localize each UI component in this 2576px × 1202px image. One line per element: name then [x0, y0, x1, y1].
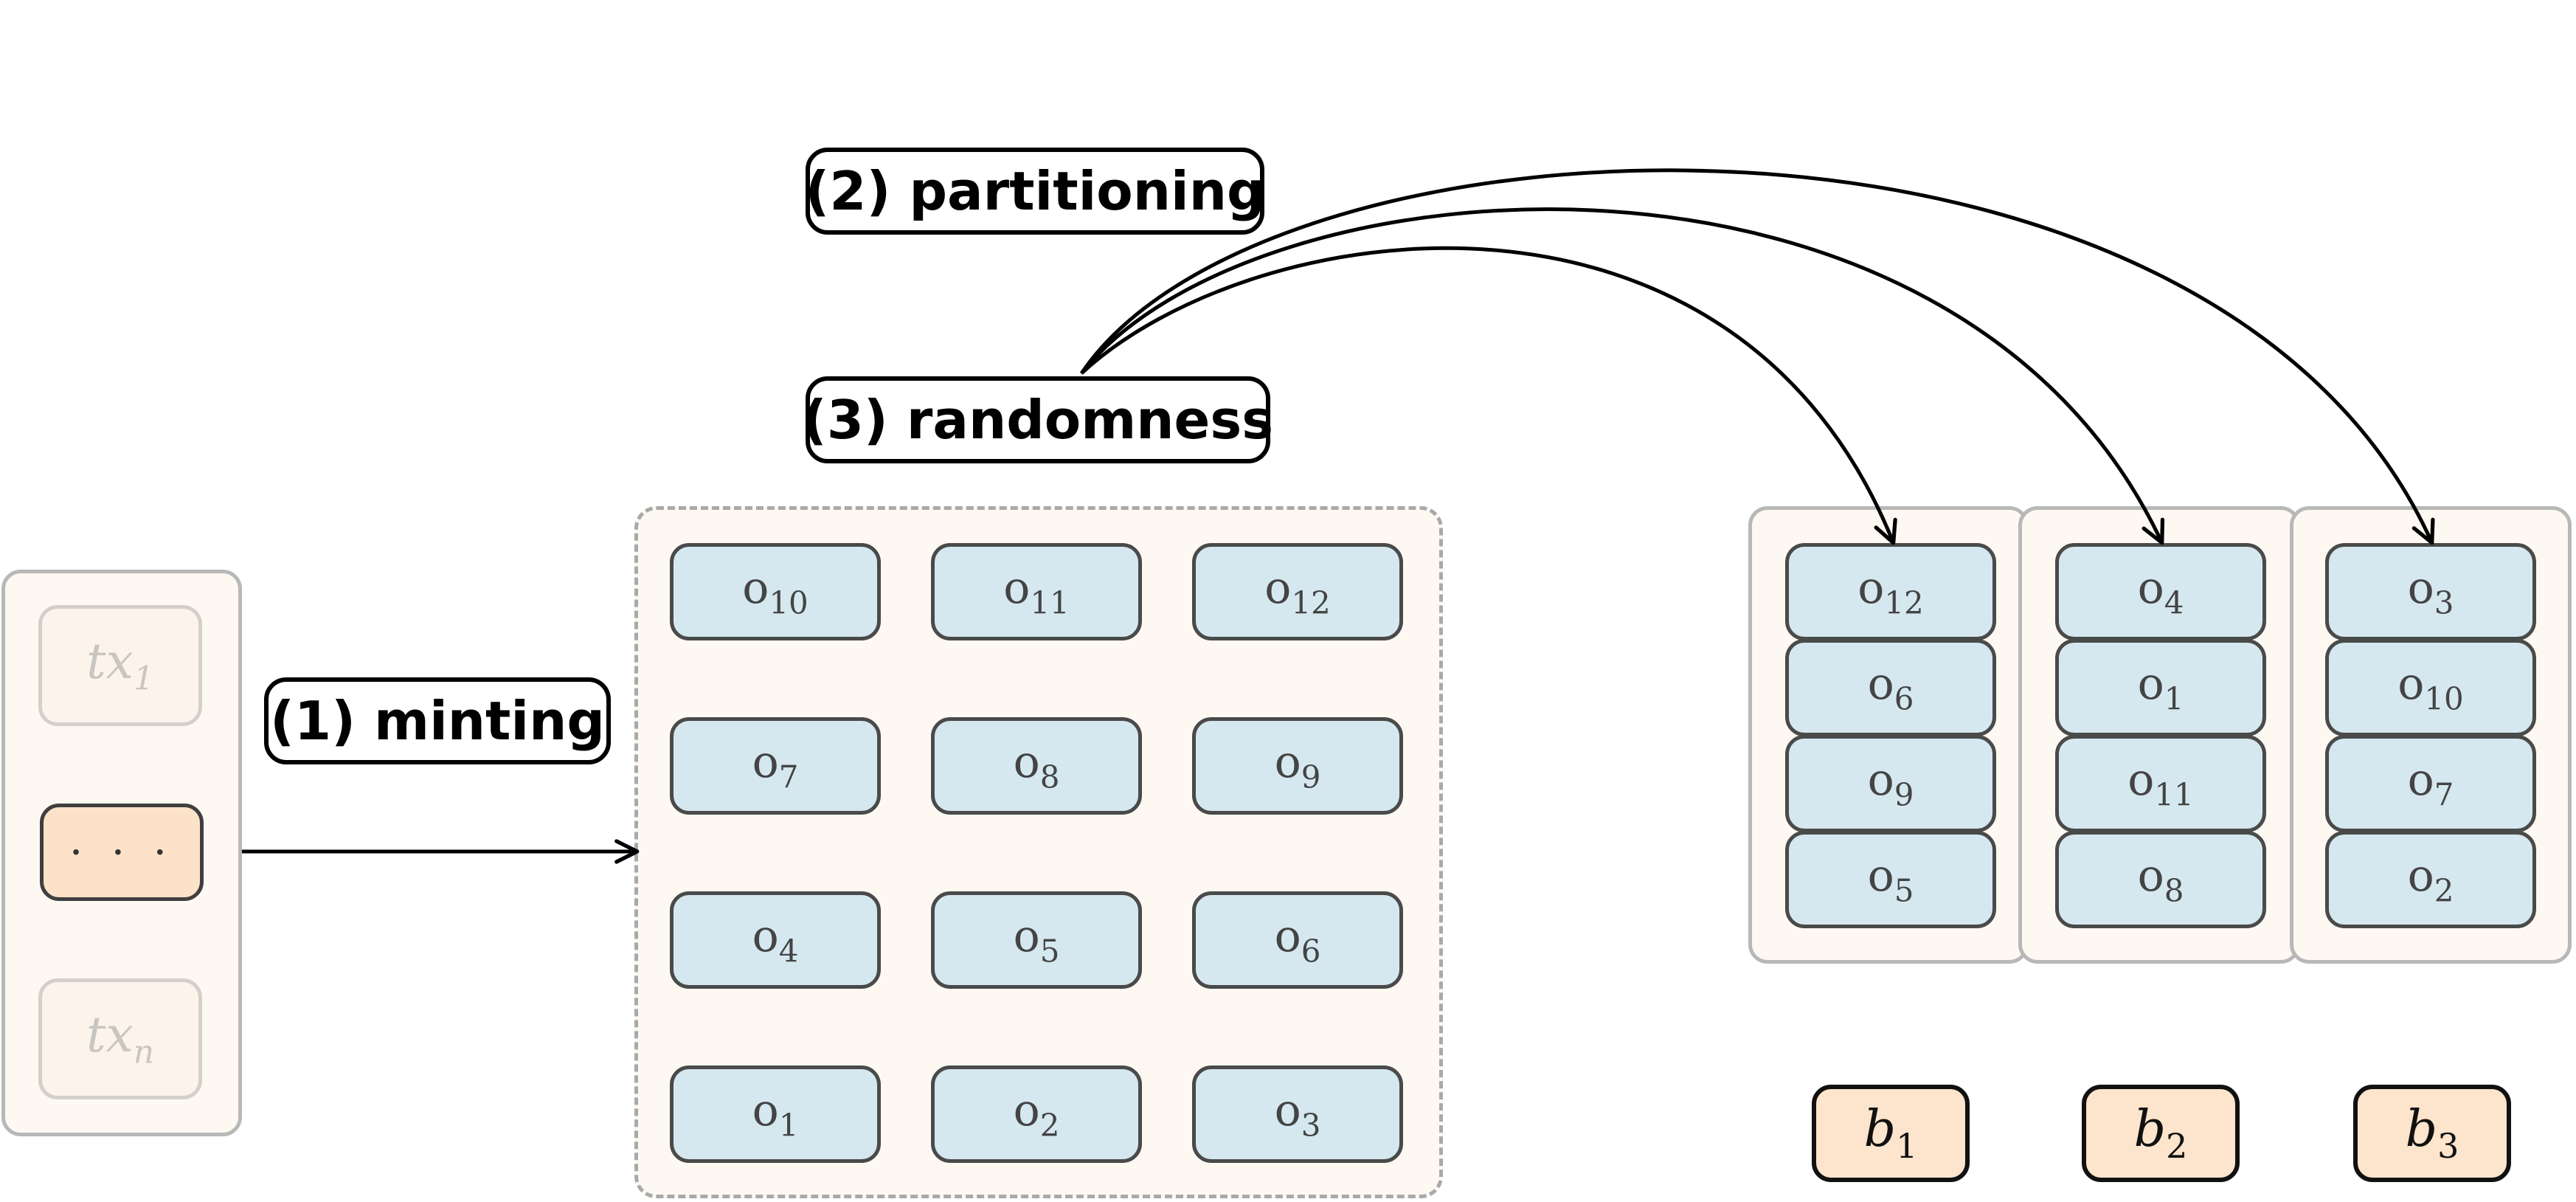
object-symbol: o [2137, 850, 2164, 902]
object-index: 3 [2434, 584, 2454, 621]
object-symbol: o [1274, 1085, 1301, 1137]
object-symbol: o [1274, 911, 1301, 963]
randomness-arrow-to-partition-1 [1080, 246, 1897, 545]
object-symbol: o [742, 562, 769, 615]
pool-object-10: o10 [670, 543, 881, 640]
object-index: 6 [1301, 933, 1321, 970]
randomness-arrow-to-partition-3 [1079, 168, 2435, 545]
object-index: 4 [778, 933, 799, 970]
object-index: 12 [1291, 584, 1331, 621]
object-symbol: o [2137, 562, 2164, 615]
transaction-box-current: · · · [40, 804, 204, 901]
partition-1-object-12: o12 [1785, 543, 1996, 640]
pool-object-5: o5 [931, 891, 1142, 989]
object-index: 8 [1039, 759, 1060, 795]
object-index: 10 [769, 584, 809, 621]
partition-2-object-8: o8 [2055, 831, 2266, 928]
partition-3-object-2: o2 [2325, 831, 2536, 928]
block-box-2: b2 [2082, 1085, 2240, 1182]
pool-object-9: o9 [1192, 717, 1403, 815]
pool-object-1: o1 [670, 1065, 881, 1163]
partition-2-object-4: o4 [2055, 543, 2266, 640]
object-index: 11 [2154, 776, 2194, 813]
object-index: 10 [2424, 680, 2464, 717]
block-subscript-1: 1 [1896, 1126, 1918, 1167]
partition-1-object-5: o5 [1785, 831, 1996, 928]
pool-object-8: o8 [931, 717, 1142, 815]
object-symbol: o [1857, 562, 1885, 615]
partition-3-object-7: o7 [2325, 735, 2536, 832]
object-index: 4 [2164, 584, 2184, 621]
object-symbol: o [752, 911, 779, 963]
object-symbol: o [1013, 911, 1040, 963]
partition-3-object-10: o10 [2325, 639, 2536, 736]
object-index: 9 [1301, 759, 1321, 795]
object-index: 9 [1894, 776, 1914, 813]
transaction-subscript-n: n [133, 1033, 155, 1071]
pool-object-6: o6 [1192, 891, 1403, 989]
transaction-box-1: tx1 [38, 605, 202, 726]
block-box-1: b1 [1812, 1085, 1970, 1182]
object-symbol: o [1867, 754, 1894, 806]
partition-2-object-11: o11 [2055, 735, 2266, 832]
object-index: 11 [1030, 584, 1070, 621]
object-index: 12 [1884, 584, 1924, 621]
object-symbol: o [1003, 562, 1031, 615]
object-index: 2 [2434, 872, 2454, 909]
block-box-3: b3 [2353, 1085, 2511, 1182]
object-symbol: o [1274, 736, 1301, 789]
object-symbol: o [2127, 754, 2155, 806]
object-symbol: o [1264, 562, 1292, 615]
pool-object-7: o7 [670, 717, 881, 815]
block-label-2: b [2133, 1100, 2167, 1159]
object-symbol: o [2407, 850, 2434, 902]
pool-object-12: o12 [1192, 543, 1403, 640]
pool-object-2: o2 [931, 1065, 1142, 1163]
object-index: 1 [2164, 680, 2184, 717]
object-index: 8 [2164, 872, 2184, 909]
object-symbol: o [2407, 562, 2434, 615]
object-index: 5 [1039, 933, 1060, 970]
step-label-partitioning: (2) partitioning [806, 148, 1265, 235]
block-label-1: b [1863, 1100, 1897, 1159]
object-symbol: o [2407, 754, 2434, 806]
object-symbol: o [752, 1085, 779, 1137]
pool-object-4: o4 [670, 891, 881, 989]
step-label-randomness: (3) randomness [803, 376, 1273, 463]
object-symbol: o [752, 736, 779, 789]
object-index: 7 [778, 759, 799, 795]
randomness-arrow-to-partition-2 [1080, 207, 2165, 545]
pool-object-3: o3 [1192, 1065, 1403, 1163]
transaction-label-1: tx [86, 633, 134, 691]
object-index: 7 [2434, 776, 2454, 813]
pool-object-11: o11 [931, 543, 1142, 640]
partition-2-object-1: o1 [2055, 639, 2266, 736]
partition-1-object-9: o9 [1785, 735, 1996, 832]
transaction-box-n: txn [38, 978, 202, 1099]
partition-3-object-3: o3 [2325, 543, 2536, 640]
block-subscript-2: 2 [2166, 1126, 2188, 1167]
object-index: 3 [1301, 1107, 1321, 1144]
transaction-subscript-1: 1 [133, 660, 154, 698]
transaction-label-n: tx [86, 1006, 134, 1064]
object-index: 2 [1039, 1107, 1060, 1144]
object-symbol: o [1013, 736, 1040, 789]
object-symbol: o [2137, 658, 2164, 711]
object-symbol: o [2397, 658, 2425, 711]
object-symbol: o [1013, 1085, 1040, 1137]
step-label-minting: (1) minting [264, 677, 611, 764]
object-symbol: o [1867, 658, 1894, 711]
transaction-ellipsis: · · · [69, 827, 175, 877]
block-label-3: b [2405, 1100, 2438, 1159]
block-subscript-3: 3 [2437, 1126, 2459, 1167]
partition-1-object-6: o6 [1785, 639, 1996, 736]
object-index: 1 [778, 1107, 799, 1144]
object-symbol: o [1867, 850, 1894, 902]
object-index: 5 [1894, 872, 1914, 909]
object-index: 6 [1894, 680, 1914, 717]
